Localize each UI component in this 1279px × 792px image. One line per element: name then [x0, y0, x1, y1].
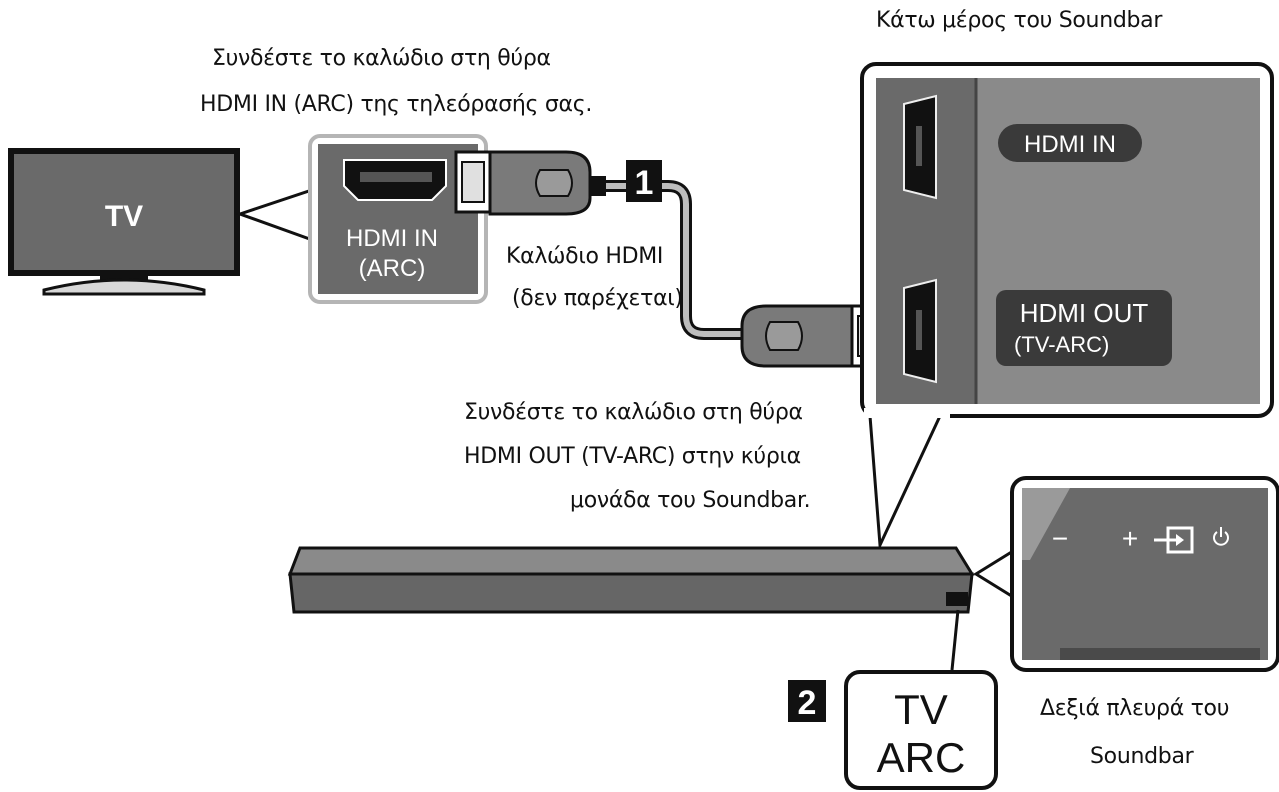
soundbar-right-side-panel: − + [1010, 476, 1279, 672]
hdmi-port-icon [903, 278, 937, 384]
tv-icon: TV [8, 148, 240, 296]
cable-caption-line1: Καλώδιο HDMI [506, 244, 664, 269]
soundbar-bottom-panel: HDMI IN HDMI OUT (TV-ARC) [860, 62, 1274, 418]
hdmi-port-icon [903, 94, 937, 200]
hdmi-out-pill [996, 290, 1172, 366]
step-2-number: 2 [798, 684, 817, 722]
minus-button[interactable]: − [1052, 523, 1068, 554]
input-source-icon[interactable] [1154, 526, 1194, 554]
soundbar-port-caption-line2: HDMI OUT (TV-ARC) στην κύρια [464, 444, 801, 469]
hdmi-plug-icon [454, 150, 606, 216]
tv-port-label-line2: (ARC) [359, 255, 426, 282]
soundbar-port-caption-line3: μονάδα του Soundbar. [570, 488, 811, 513]
hdmi-out-label: HDMI OUT [1020, 298, 1149, 328]
tv-hdmi-port-panel: HDMI IN (ARC) [308, 134, 488, 304]
step-1-marker [626, 160, 662, 202]
tv-port-label-line1: HDMI IN [346, 225, 438, 252]
plus-button[interactable]: + [1122, 523, 1138, 554]
hdmi-cable [604, 180, 742, 340]
hdmi-port-icon [343, 159, 447, 201]
display-text-line1: TV [894, 686, 948, 733]
tv-arc-display-callout: TV ARC [844, 670, 998, 790]
right-side-caption-line1: Δεξιά πλευρά του [1040, 696, 1230, 721]
soundbar-port-caption-line1: Συνδέστε το καλώδιο στη θύρα [464, 400, 803, 425]
hdmi-in-pill [998, 124, 1142, 162]
tv-port-caption-line2: HDMI IN (ARC) της τηλεόρασής σας. [200, 92, 593, 117]
display-text-line2: ARC [877, 734, 966, 781]
tv-callout-pointer [235, 185, 320, 245]
power-icon[interactable] [1213, 527, 1229, 546]
soundbar-bottom-callout-pointer [868, 414, 943, 551]
front-display [946, 592, 968, 606]
right-side-caption-line2: Soundbar [1090, 744, 1194, 769]
step-2-marker [788, 680, 826, 722]
hdmi-in-label: HDMI IN [1024, 131, 1116, 158]
soundbar-bottom-caption: Κάτω μέρος του Soundbar [876, 8, 1163, 33]
display-leader-line [950, 609, 960, 671]
tv-label: TV [105, 200, 143, 233]
soundbar-icon [287, 546, 975, 614]
tv-port-caption-line1: Συνδέστε το καλώδιο στη θύρα [212, 46, 551, 71]
hdmi-out-sub-label: (TV-ARC) [1014, 332, 1109, 357]
cable-caption-line2: (δεν παρέχεται) [512, 286, 683, 311]
step-1-number: 1 [635, 164, 654, 202]
